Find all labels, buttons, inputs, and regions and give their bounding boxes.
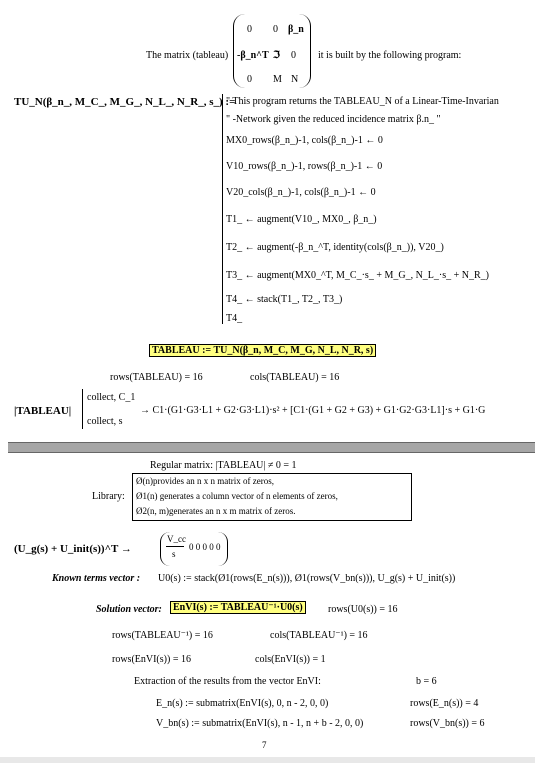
program-bar — [222, 94, 223, 324]
program-line-mx0: MX0_rows(β_n_)-1, cols(β_n_)-1 ← 0 — [226, 135, 383, 146]
m-r0c1: 0 — [273, 24, 278, 35]
cols-envi: cols(EnVI(s)) = 1 — [255, 654, 326, 665]
solution-expr[interactable]: EnVI(s) := TABLEAU⁻¹·U0(s) — [170, 601, 306, 614]
extraction-text: Extraction of the results from the vecto… — [134, 676, 321, 687]
en-rows: rows(E_n(s)) = 4 — [410, 698, 479, 709]
cols-tableau: cols(TABLEAU) = 16 — [250, 372, 340, 383]
matrix-label: The matrix (tableau) — [146, 50, 229, 61]
ug-left: (U_g(s) + U_init(s))^T → — [14, 543, 132, 555]
m-r1c0: -β_n^T — [237, 50, 269, 61]
program-line-t1: T1_ ← augment(V10_, MX0_, β_n_) — [226, 214, 377, 225]
m-r0c0: 0 — [247, 24, 252, 35]
ug-vector: V_cc s 0 0 0 0 0 — [160, 532, 228, 566]
ug-fraction-line — [166, 546, 184, 547]
library-item-1: Ø(n)provides an n x n matrix of zeros, — [136, 476, 274, 486]
matrix-note: it is built by the following program: — [318, 50, 462, 61]
m-r2c2: N — [291, 74, 299, 85]
tableau-definition[interactable]: TABLEAU := TU_N(β_n, M_C, M_G, N_L, N_R,… — [149, 344, 377, 357]
program-line-t3: T3_ ← augment(MX0_^T, M_C_·s_ + M_G_, N_… — [226, 270, 489, 281]
library-item-2: Ø1(n) generates a column vector of n ele… — [136, 491, 338, 501]
program-line-t4: T4_ ← stack(T1_, T2_, T3_) — [226, 294, 343, 305]
library-box: Ø(n)provides an n x n matrix of zeros, Ø… — [132, 473, 412, 521]
ug-numerator: V_cc — [167, 534, 186, 544]
cols-tableau-inv: cols(TABLEAU⁻¹) = 16 — [270, 630, 368, 641]
rows-tableau-inv: rows(TABLEAU⁻¹) = 16 — [112, 630, 213, 641]
m-r0c2: β_n — [288, 24, 304, 35]
program-line-return: T4_ — [226, 313, 243, 324]
rows-u0: rows(U0(s)) = 16 — [328, 604, 398, 615]
program-comment-1: " This program returns the TABLEAU_N of … — [226, 96, 499, 107]
known-terms-label: Known terms vector : — [52, 573, 141, 584]
region-separator — [8, 442, 535, 453]
det-op-bar — [82, 389, 83, 429]
library-label: Library: — [92, 491, 125, 502]
tableau-matrix: 0 0 β_n -β_n^T ℑ 0 0 M N — [233, 14, 311, 88]
ug-denominator: s — [172, 549, 176, 559]
known-terms-expr: U0(s) := stack(Ø1(rows(E_n(s))), Ø1(rows… — [158, 573, 456, 584]
m-r2c1: M — [273, 74, 282, 85]
m-r2c0: 0 — [247, 74, 252, 85]
regular-matrix: Regular matrix: |TABLEAU| ≠ 0 = 1 — [150, 460, 297, 471]
library-item-3: Ø2(n, m)generates an n x m matrix of zer… — [136, 506, 296, 516]
program-comment-2: " -Network given the reduced incidence m… — [226, 114, 441, 125]
rows-envi: rows(EnVI(s)) = 16 — [112, 654, 191, 665]
solution-label: Solution vector: — [96, 604, 162, 615]
function-signature: TU_N(β_n_, M_C_, M_G_, N_L_, N_R_, s_) :… — [14, 96, 236, 108]
vbn-def: V_bn(s) := submatrix(EnVI(s), n - 1, n +… — [156, 718, 364, 729]
en-def: E_n(s) := submatrix(EnVI(s), 0, n - 2, 0… — [156, 698, 329, 709]
ug-zeros: 0 0 0 0 0 — [189, 542, 221, 552]
vbn-rows: rows(V_bn(s)) = 6 — [410, 718, 485, 729]
det-op-collect-s: collect, s — [87, 416, 123, 427]
bottom-scroll-region — [0, 757, 535, 763]
b-value: b = 6 — [416, 676, 437, 687]
det-result: → C1·(G1·G3·L1 + G2·G3·L1)·s² + [C1·(G1 … — [140, 405, 486, 416]
m-r1c1: ℑ — [273, 50, 280, 61]
det-left: |TABLEAU| — [14, 405, 72, 417]
page-number: 7 — [262, 740, 267, 750]
det-op-collect-c1: collect, C_1 — [87, 392, 136, 403]
m-r1c2: 0 — [291, 50, 296, 61]
program-line-v10: V10_rows(β_n_)-1, rows(β_n_)-1 ← 0 — [226, 161, 383, 172]
rows-tableau: rows(TABLEAU) = 16 — [110, 372, 203, 383]
program-line-t2: T2_ ← augment(-β_n_^T, identity(cols(β_n… — [226, 242, 444, 253]
program-line-v20: V20_cols(β_n_)-1, cols(β_n_)-1 ← 0 — [226, 187, 376, 198]
